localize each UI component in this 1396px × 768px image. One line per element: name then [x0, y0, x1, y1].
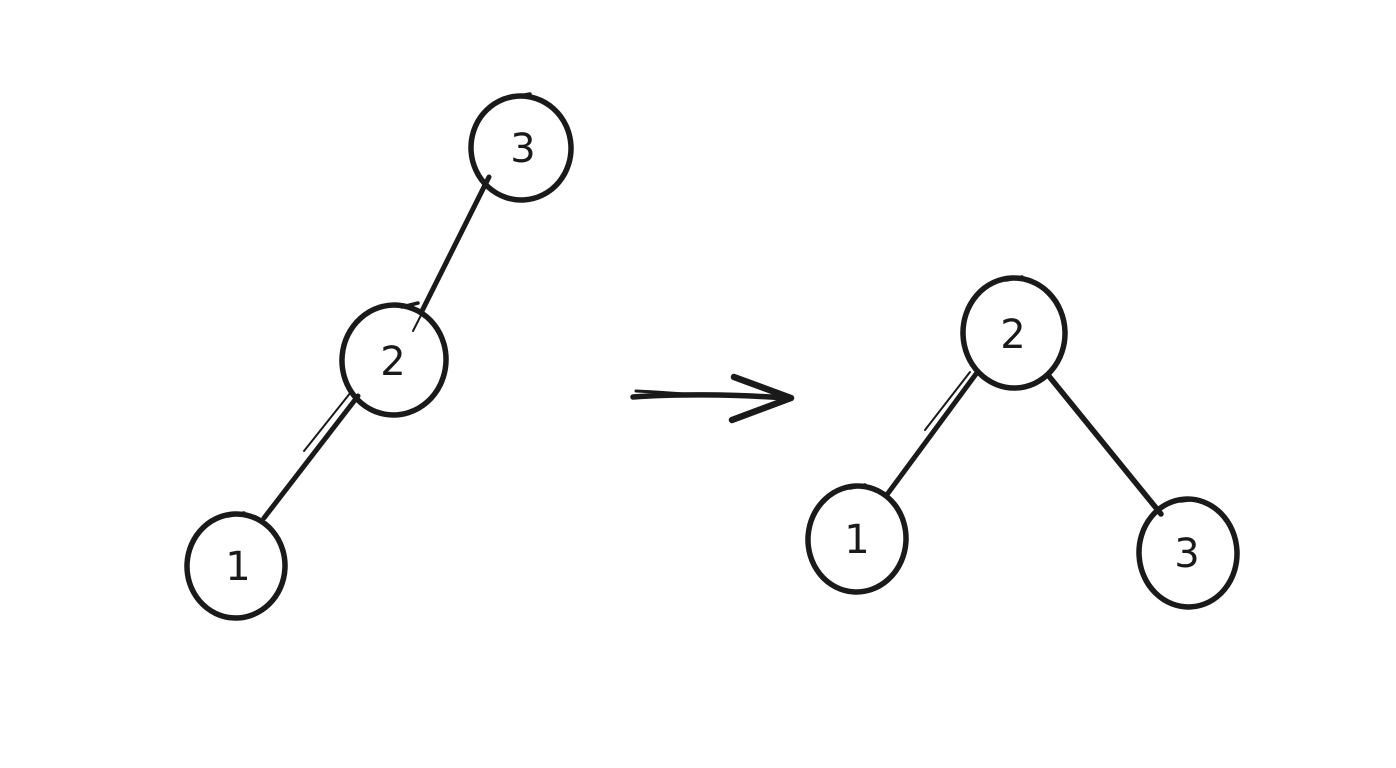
transform-arrow [630, 373, 795, 424]
node-circle-overlap-tick [1179, 497, 1198, 503]
right-arrow-shaft-overdraw [634, 389, 710, 398]
before-tree-edges [261, 174, 492, 521]
node-label: 3 [1174, 531, 1199, 577]
after-tree: 2 1 3 [805, 275, 1240, 610]
node-circle [339, 302, 449, 418]
node-label: 3 [510, 126, 535, 172]
node-circle-overlap-tick [400, 301, 420, 309]
node-label: 1 [844, 517, 869, 563]
tree-node: 2 [960, 275, 1068, 391]
node-label: 2 [1000, 312, 1025, 358]
node-circle-overlap-tick [1004, 275, 1024, 282]
node-circle-overlap-tick [226, 511, 246, 518]
edge-2-1 [261, 393, 361, 521]
node-circle-overlap-tick [512, 92, 532, 99]
right-arrow-head [728, 373, 795, 424]
tree-node: 3 [1136, 496, 1240, 610]
edge-2-3 [1045, 372, 1164, 517]
edge-2-1-overdraw [303, 391, 352, 452]
tree-node: 3 [468, 92, 574, 203]
tree-node: 1 [805, 483, 909, 595]
tree-node: 1 [184, 511, 288, 621]
after-tree-edges [883, 371, 1164, 517]
edge-3-2 [418, 174, 492, 316]
node-label: 2 [380, 339, 405, 385]
edge-3-2-overdraw [412, 261, 449, 332]
edge-2-1-overdraw [924, 371, 971, 431]
before-tree: 3 2 1 [184, 92, 574, 621]
node-label: 1 [225, 544, 250, 590]
node-circle-overlap-tick [848, 483, 867, 490]
tree-node: 2 [339, 301, 449, 418]
edge-2-1 [883, 371, 979, 499]
